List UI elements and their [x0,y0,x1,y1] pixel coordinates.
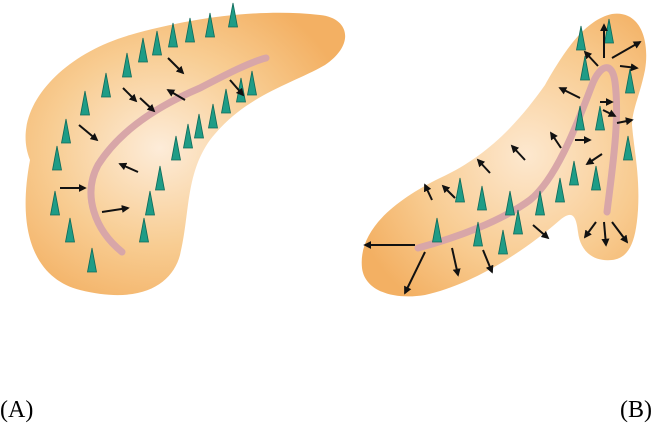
panel-a-blob [26,13,346,295]
panel-b [362,14,647,297]
panel-b-label: (B) [620,398,652,422]
panel-a [26,3,346,295]
panel-a-label: (A) [0,398,33,422]
